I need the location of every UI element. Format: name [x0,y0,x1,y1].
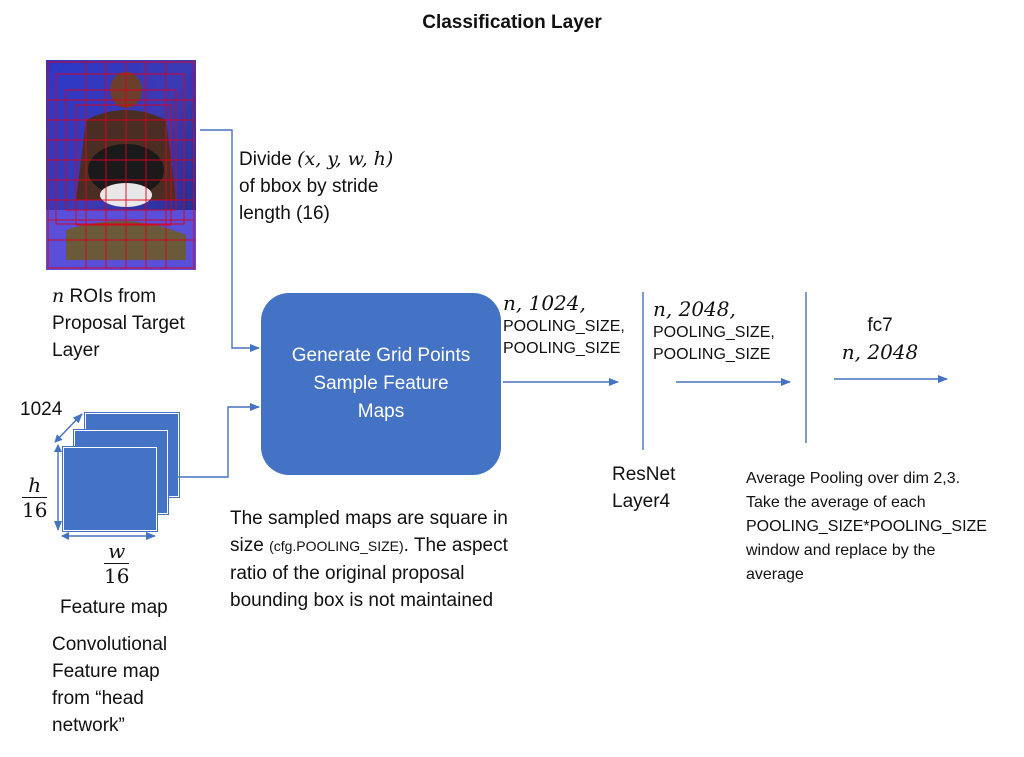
diagram-title: Classification Layer [422,12,602,33]
sampled-maps-note: The sampled maps are square in size (cfg… [230,508,508,611]
featuremap-to-box-connector [178,403,260,478]
roi-label: n ROIs from Proposal Target Layer [52,285,185,361]
roi-to-box-connector [200,129,260,352]
feature-map-caption: Feature map [60,597,168,618]
output-shape-2: n, 2048, POOLING_SIZE, POOLING_SIZE [653,297,775,363]
output-shape-1: n, 1024, POOLING_SIZE, POOLING_SIZE [503,291,625,357]
feature-map-depth-label: 1024 [20,399,63,420]
grid-sample-box: Generate Grid Points Sample Feature Maps [261,293,501,475]
feature-map-width-label: w 16 [104,539,130,588]
feature-map-height-label: h 16 [22,473,48,522]
depth-dimension-arrow [54,413,83,443]
feature-map-description: Convolutional Feature map from “head net… [52,634,168,736]
roi-image [46,60,196,270]
average-pooling-note: Average Pooling over dim 2,3. Take the a… [746,470,987,583]
feature-map-layer-front [63,447,157,531]
divide-bbox-note: Divide (x, y, w, h) of bbox by stride le… [239,148,394,224]
resnet-layer4-label: ResNet Layer4 [612,464,676,512]
fc7-output: fc7 n, 2048 [841,315,919,364]
